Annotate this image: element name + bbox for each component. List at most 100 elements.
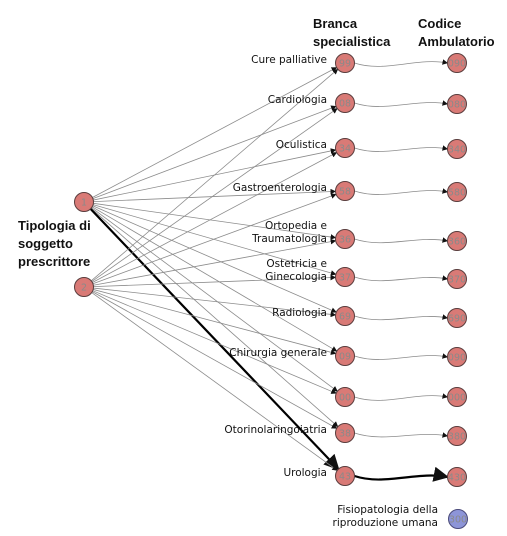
code-node-code: 360: [448, 237, 466, 248]
branch-node-09[interactable]: [335, 346, 355, 366]
edge-src-2-to-36: [93, 238, 337, 286]
code-node-code: 370: [448, 275, 466, 286]
code-node-code: 340: [448, 145, 466, 156]
extra-node-label: Fisiopatologia della: [337, 504, 438, 516]
branch-node-69[interactable]: [335, 306, 355, 326]
source-header-line-1: Tipologia di: [18, 218, 91, 233]
edge-src-1-to-36: [93, 202, 337, 240]
edge-src-1-to-43: [89, 208, 340, 471]
edge-src-2-to-58: [92, 193, 337, 285]
branch-label: Urologia: [283, 467, 327, 479]
edge-layer: [89, 59, 450, 482]
edge-src-2-to-69: [93, 287, 337, 318]
branch-label: Otorinolaringoiatria: [224, 424, 327, 436]
edge-src-1-to-58: [93, 188, 337, 202]
branch-label: Ortopedia e: [265, 220, 327, 232]
extra-node-code: 300: [449, 515, 467, 526]
branch-node-code: 00: [339, 393, 351, 404]
code-node-370[interactable]: [447, 269, 467, 289]
source-header-line-2: soggetto: [18, 236, 73, 251]
edge-branch-37-to-code: [354, 275, 449, 282]
edge-src-2-to-00: [92, 290, 337, 394]
code-node-690[interactable]: [447, 308, 467, 328]
edge-src-1-to-09: [91, 206, 338, 352]
edge-src-2-to-43: [91, 292, 338, 471]
branch-label: Gastroenterologia: [233, 182, 327, 194]
branch-node-00[interactable]: [335, 387, 355, 407]
branch-node-code: 37: [339, 273, 351, 284]
branch-node-99[interactable]: [335, 53, 355, 73]
branch-label: Traumatologia: [251, 233, 327, 245]
source-node-1[interactable]: [74, 192, 94, 212]
branch-node-43[interactable]: [335, 466, 355, 486]
branch-label: Radiologia: [272, 307, 327, 319]
branch-node-code: 43: [339, 472, 351, 483]
branch-node-08[interactable]: [335, 93, 355, 113]
branch-node-code: 34: [339, 144, 351, 155]
edge-src-2-to-34: [92, 152, 338, 283]
edge-src-1-to-69: [92, 205, 337, 313]
source-header-line-3: prescrittore: [18, 254, 90, 269]
edge-src-1-to-38: [90, 207, 339, 428]
branch-header-line-2: specialistica: [313, 34, 391, 49]
source-node-2[interactable]: [74, 277, 94, 297]
extra-node-300[interactable]: [448, 509, 468, 529]
extra-node-label: riproduzione umana: [333, 517, 438, 529]
edge-branch-38-to-code: [354, 432, 449, 438]
edge-branch-34-to-code: [354, 145, 449, 152]
code-node-code: 090: [448, 59, 466, 70]
edge-branch-36-to-code: [354, 237, 449, 244]
branch-node-code: 09: [339, 352, 351, 363]
edge-src-1-to-00: [91, 207, 338, 392]
branch-node-code: 08: [339, 99, 351, 110]
source-node-label: 1: [81, 198, 87, 209]
code-node-380[interactable]: [447, 426, 467, 446]
edge-branch-43-to-code: [354, 466, 450, 482]
code-node-360[interactable]: [447, 231, 467, 251]
edge-branch-58-to-code: [354, 188, 449, 195]
code-node-340[interactable]: [447, 139, 467, 159]
branch-header-line-1: Branca: [313, 16, 358, 31]
branch-node-code: 99: [339, 59, 351, 70]
code-node-080[interactable]: [447, 94, 467, 114]
branch-node-58[interactable]: [335, 181, 355, 201]
edge-branch-69-to-code: [354, 314, 449, 321]
edge-branch-99-to-code: [354, 59, 449, 67]
branch-node-38[interactable]: [335, 423, 355, 443]
edge-src-1-to-08: [92, 105, 337, 200]
code-node-code: 580: [448, 188, 466, 199]
branch-label: Chirurgia generale: [229, 347, 327, 359]
code-header-line-1: Codice: [418, 16, 461, 31]
edge-src-1-to-99: [92, 67, 338, 198]
code-node-code: 430: [448, 473, 466, 484]
edge-src-2-to-99: [90, 68, 339, 282]
branch-node-34[interactable]: [335, 138, 355, 158]
code-node-code: 000: [448, 393, 466, 404]
edge-src-2-to-08: [91, 108, 338, 282]
branch-label: Cardiologia: [268, 94, 327, 106]
edge-branch-09-to-code: [354, 353, 449, 360]
code-header-line-2: Ambulatorio: [418, 34, 495, 49]
code-node-430[interactable]: [447, 467, 467, 487]
branch-label: Ostetricia e: [266, 258, 327, 270]
code-node-code: 090: [448, 353, 466, 364]
branch-label: Ginecologia: [265, 271, 327, 283]
code-node-090[interactable]: [447, 53, 467, 73]
branch-node-code: 58: [339, 187, 351, 198]
edge-branch-00-to-code: [354, 393, 449, 401]
code-node-code: 080: [448, 100, 466, 111]
code-node-580[interactable]: [447, 182, 467, 202]
branch-label: Cure palliative: [251, 54, 327, 66]
code-node-code: 690: [448, 314, 466, 325]
code-node-000[interactable]: [447, 387, 467, 407]
code-node-090[interactable]: [447, 347, 467, 367]
edge-src-1-to-37: [93, 204, 337, 276]
branch-node-37[interactable]: [335, 267, 355, 287]
branch-node-code: 69: [339, 312, 351, 323]
edge-src-2-to-38: [92, 291, 338, 429]
branch-node-36[interactable]: [335, 229, 355, 249]
source-node-label: 2: [81, 283, 87, 294]
edge-branch-08-to-code: [354, 100, 449, 107]
edge-src-2-to-09: [93, 289, 337, 355]
